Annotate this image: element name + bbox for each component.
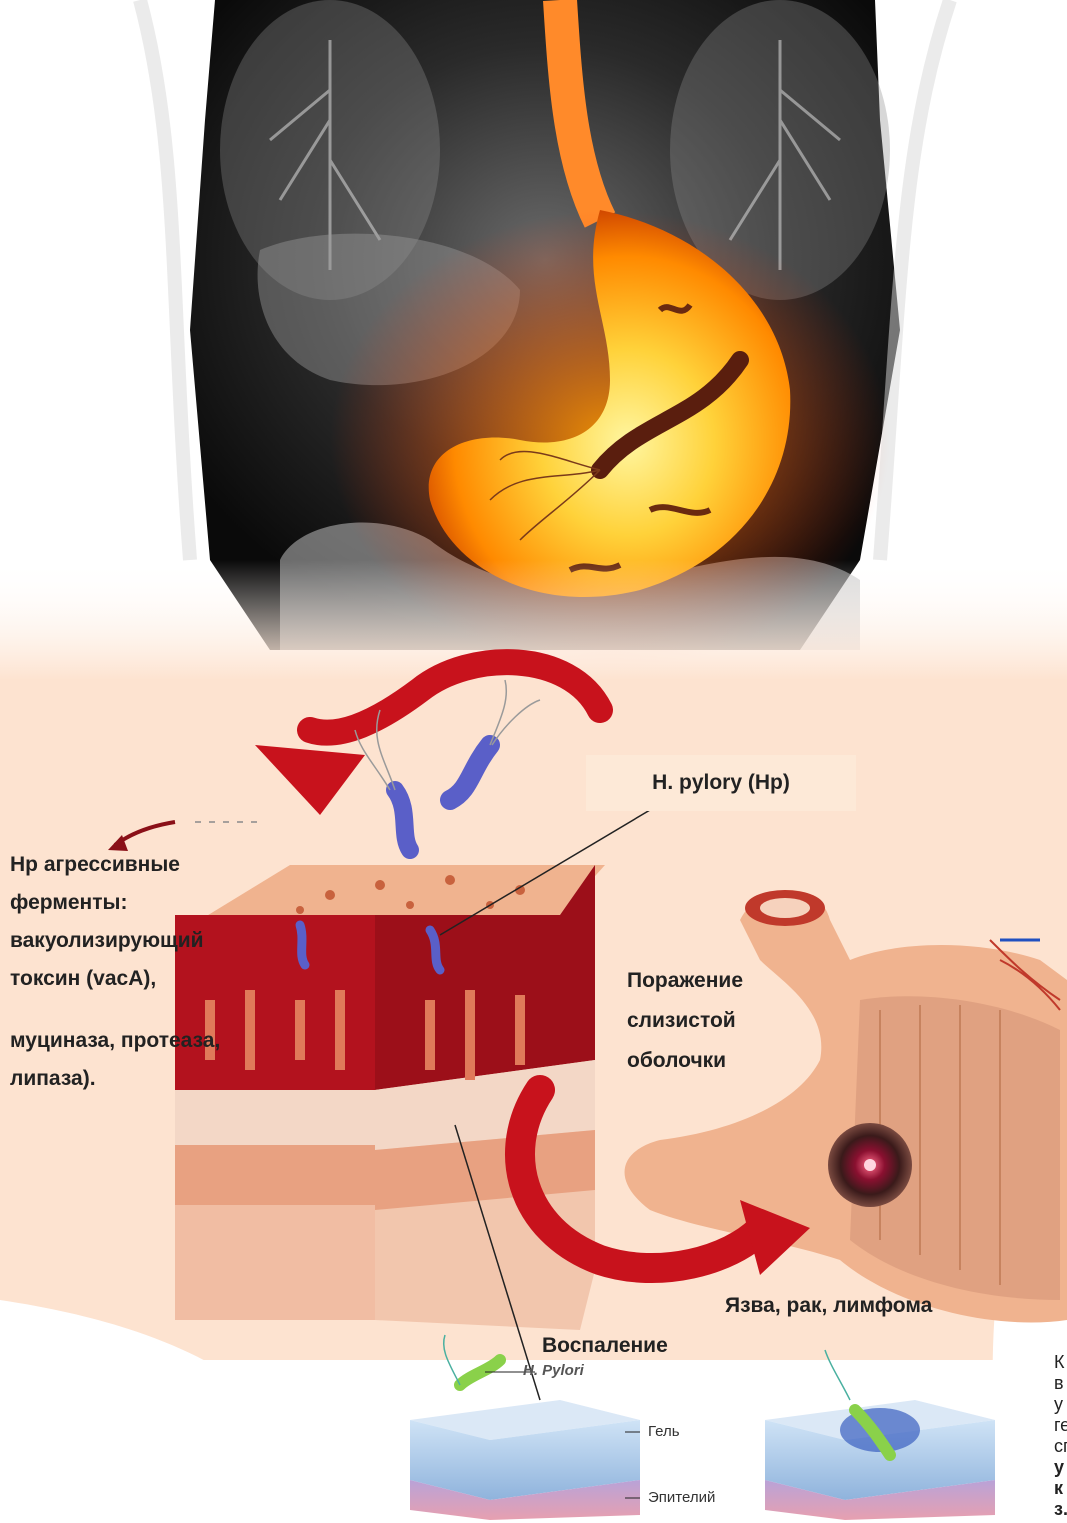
enzymes-line-2: ферменты:: [10, 885, 127, 921]
inflammation-label: Воспаление: [542, 1328, 668, 1364]
hp-label-box: H. pylory (Hp): [586, 755, 856, 811]
side-letter-8: з.: [1054, 1499, 1067, 1520]
enzymes-line-4: токсин (vacA),: [10, 961, 156, 997]
gel-label: Гель: [648, 1423, 680, 1440]
epithelium-label: Эпителий: [648, 1489, 715, 1506]
side-letter-2: в: [1054, 1373, 1064, 1394]
side-letter-4: ге: [1054, 1415, 1067, 1436]
enzymes-line-3: вакуолизирующий: [10, 923, 204, 959]
mucosa-line-1: Поражение: [627, 963, 743, 999]
hpylori-small-label: H. Pylori: [523, 1362, 584, 1379]
enzymes-line-1: Hp агрессивные: [10, 847, 180, 883]
mucosa-line-3: оболочки: [627, 1043, 726, 1079]
enzymes-line-5: муциназа, протеаза,: [10, 1023, 220, 1059]
side-letter-3: у: [1054, 1394, 1063, 1415]
enzymes-line-6: липаза).: [10, 1061, 96, 1097]
hp-label: H. pylory (Hp): [652, 771, 790, 795]
side-letter-7: к: [1054, 1478, 1063, 1499]
gel-diagram-right: [765, 1350, 995, 1520]
mucosa-line-2: слизистой: [627, 1003, 736, 1039]
side-letter-6: у: [1054, 1457, 1064, 1478]
side-letter-1: К: [1054, 1352, 1065, 1373]
ulcer-label: Язва, рак, лимфома: [725, 1288, 932, 1324]
side-letter-5: сп: [1054, 1436, 1067, 1457]
